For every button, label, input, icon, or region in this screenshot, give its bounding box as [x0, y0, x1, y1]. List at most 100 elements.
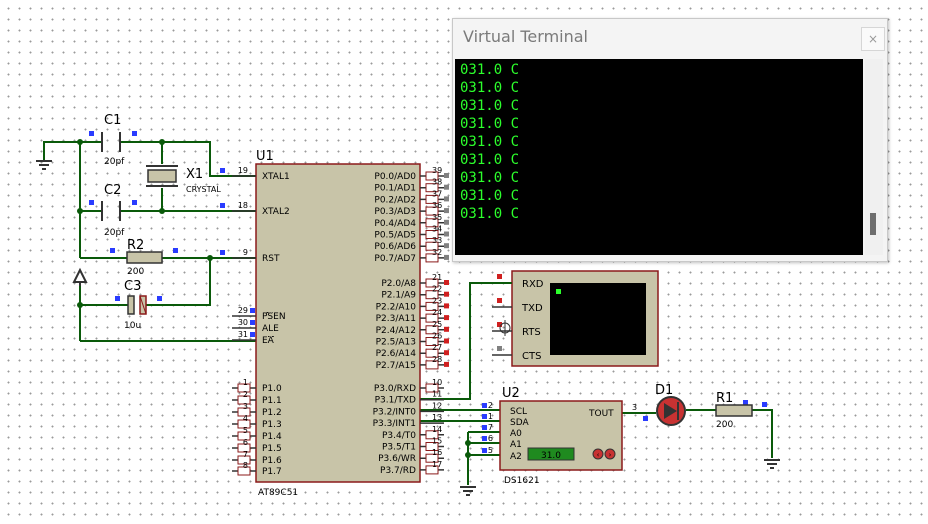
u1-pin-number: 39	[432, 166, 442, 175]
vertical-scrollbar[interactable]	[865, 59, 883, 255]
u1-pin-label: P0.2/AD2	[374, 195, 416, 205]
pin-marker	[482, 403, 487, 408]
vterm-pin-label: RXD	[522, 279, 544, 290]
u1-pin-number: 3	[243, 402, 248, 411]
c3-value: 10u	[124, 321, 141, 331]
u1-pin-number: 29	[238, 306, 248, 315]
u1-pin-number: 14	[432, 425, 442, 434]
vterm-pin-label: RTS	[522, 327, 541, 338]
ground-symbol	[460, 486, 476, 496]
u1-pin-number: 10	[432, 378, 442, 387]
c2-value: 20pf	[104, 228, 125, 238]
r1-value: 200	[716, 420, 733, 430]
u1-pin-number: 5	[243, 426, 248, 435]
c3-ref: C3	[124, 279, 141, 294]
pin-stub	[425, 313, 439, 323]
pin-marker	[444, 326, 449, 332]
pin-stub	[425, 383, 439, 393]
u1-pin-number: 24	[432, 308, 442, 317]
junctions	[77, 139, 471, 458]
pin-marker	[444, 196, 449, 202]
resistor-r1[interactable]: R1 200	[715, 391, 753, 430]
u1-part: AT89C51	[258, 488, 298, 498]
pin-stub	[425, 325, 439, 335]
u1-pin-number: 15	[432, 437, 442, 446]
u1-pin-number: 32	[432, 248, 442, 257]
svg-text:›: ›	[609, 451, 612, 459]
u1-pin-label: P2.5/A13	[376, 338, 416, 348]
u1-pin-label: P2.3/A11	[376, 314, 416, 324]
capacitor-c2[interactable]: C2 20pf	[101, 183, 125, 238]
u1-pin-number: 34	[432, 225, 442, 234]
window-title: Virtual Terminal	[463, 27, 588, 46]
u1-pin-label: P2.2/A10	[376, 302, 417, 312]
u1-pin-number: 25	[432, 320, 442, 329]
u1-ref: U1	[256, 149, 274, 164]
wires	[43, 141, 773, 485]
pin-marker	[220, 168, 225, 173]
u1-pin-number: 37	[432, 189, 442, 198]
pin-marker	[444, 315, 449, 321]
u2-pin-label: A2	[510, 452, 522, 462]
r1-ref: R1	[716, 391, 733, 406]
pin-marker	[220, 203, 225, 208]
capacitor-c3[interactable]: C3 10u	[124, 279, 147, 331]
terminal-line: 031.0 C	[460, 188, 520, 204]
u1-right-pins: 39P0.0/AD038P0.1/AD137P0.2/AD236P0.3/AD3…	[373, 166, 449, 476]
pin-stub	[425, 348, 439, 358]
u1-pin-number: 13	[432, 413, 442, 422]
crystal-x1[interactable]: X1 CRYSTAL	[146, 165, 221, 194]
terminal-line: 031.0 C	[460, 134, 520, 150]
pin-stub	[425, 301, 439, 311]
u2-ref: U2	[502, 386, 520, 401]
pin-stub	[425, 230, 439, 239]
u1-pin-number: 38	[432, 178, 442, 187]
u1-pin-number: 22	[432, 285, 442, 294]
pin-stub	[237, 407, 251, 417]
pin-marker	[444, 361, 449, 367]
u1-pin-label: P2.4/A12	[376, 326, 416, 336]
u1-pin-number: 2	[243, 390, 248, 399]
u1-pin-number: 31	[238, 330, 248, 339]
pin-marker	[444, 243, 449, 249]
u1-pin-label: P3.6/WR	[378, 454, 416, 464]
u1-pin-label: ALE	[262, 324, 279, 334]
scrollbar-thumb[interactable]	[870, 213, 876, 235]
capacitor-c1[interactable]: C1 20pf	[101, 113, 125, 167]
u1-pin-label: P3.5/T1	[382, 443, 416, 453]
pin-stub	[425, 290, 439, 300]
u1-pin-number: 19	[238, 166, 248, 175]
u1-pin-label: P1.4	[262, 432, 282, 442]
terminal-line: 031.0 C	[460, 170, 520, 186]
pin-stub	[237, 466, 251, 476]
u1-pin-label: EA	[262, 336, 275, 346]
pin-stub	[425, 241, 439, 251]
virtual-terminal-window[interactable]: Virtual Terminal × 031.0 C 031.0 C 031.0 C…	[452, 18, 888, 262]
u1-pin-number: 17	[432, 460, 442, 469]
close-button[interactable]: ×	[861, 27, 885, 51]
u2-pin-label: SDA	[510, 418, 529, 428]
pin-marker	[220, 250, 225, 255]
u2-adjust-buttons-icon[interactable]: ‹ ›	[592, 448, 616, 460]
pin-stub	[425, 218, 439, 228]
terminal-line: 031.0 C	[460, 98, 520, 114]
u1-pin-number: 7	[243, 450, 248, 459]
pin-marker	[250, 332, 255, 337]
u1-pin-label: P0.3/AD3	[374, 207, 416, 217]
u1-pin-number: 12	[432, 401, 442, 410]
u2-pin-number: 5	[488, 446, 493, 455]
u1-pin-label: P3.7/RD	[380, 466, 416, 476]
pin-marker	[444, 338, 449, 344]
pin-stub	[425, 337, 439, 346]
pin-marker	[444, 254, 449, 260]
led-d1[interactable]: D1	[655, 383, 686, 426]
u1-pin-label: P1.5	[262, 444, 282, 454]
microcontroller-u1[interactable]: U1 AT89C51 19XTAL118XTAL29RST29PSEN30ALE…	[220, 149, 449, 498]
resistor-r2[interactable]: R2 200	[126, 238, 163, 277]
pin-stub	[425, 183, 439, 193]
